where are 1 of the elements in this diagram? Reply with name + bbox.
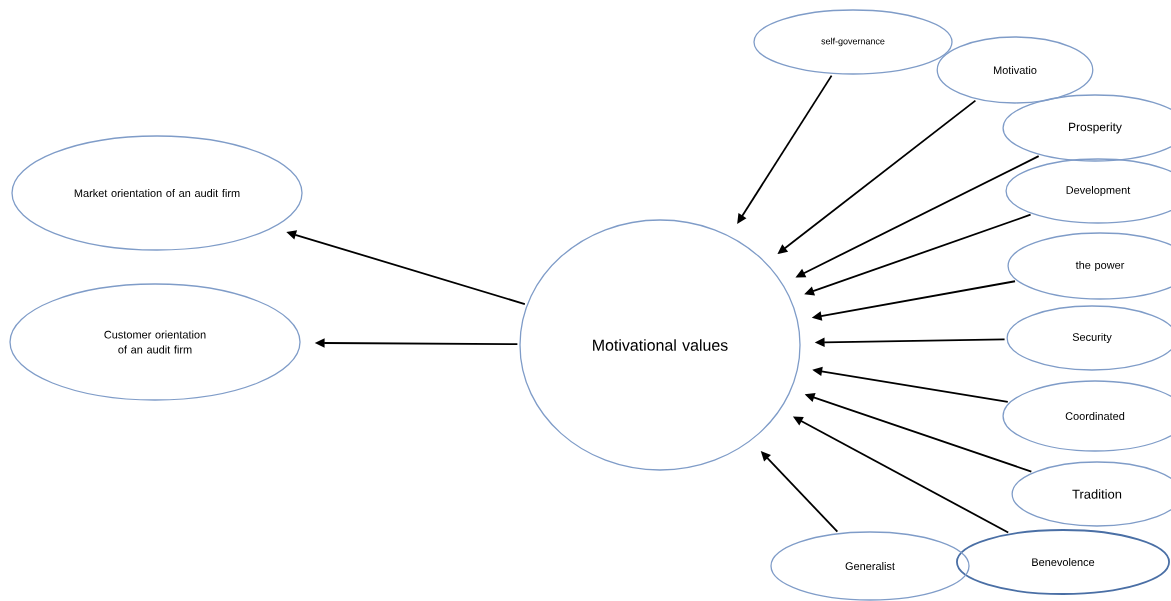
arrow [737,74,833,224]
